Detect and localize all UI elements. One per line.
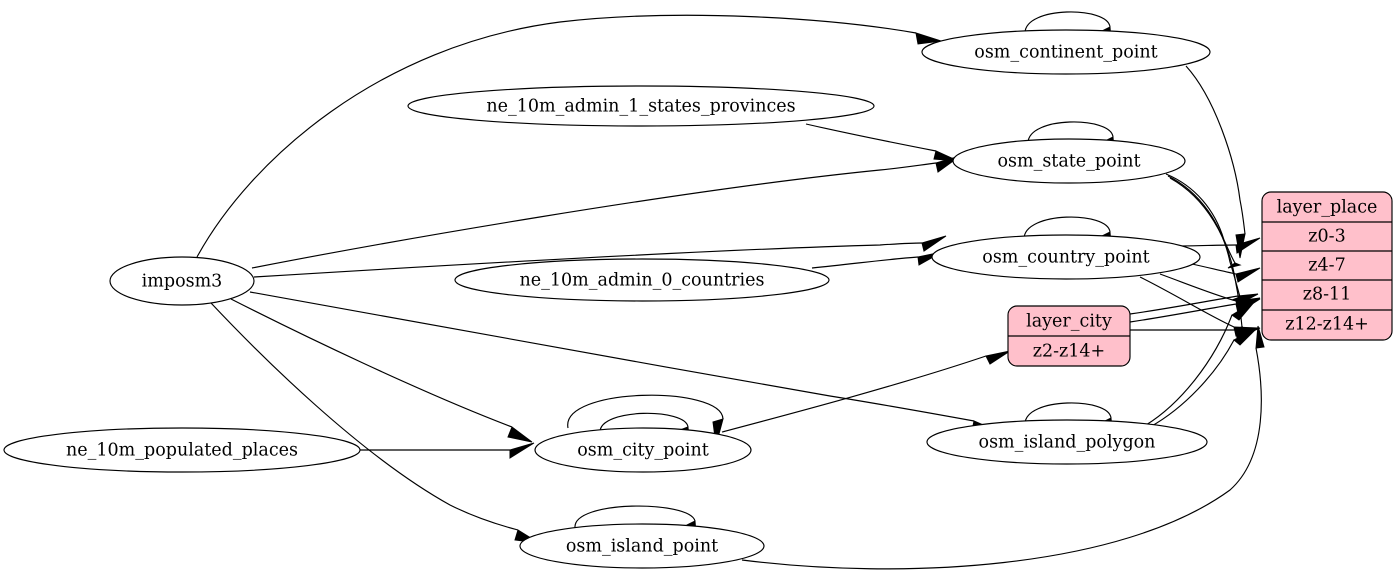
- node-imposm3[interactable]: imposm3: [109, 256, 255, 306]
- edge-osm_island_point-to-layer_place_z12: [741, 325, 1265, 570]
- node-layer: imposm3 ne_10m_admin_1_states_provinces …: [3, 29, 1211, 569]
- node-osm_island_polygon[interactable]: osm_island_polygon: [926, 419, 1208, 465]
- edge-osm_island_polygon-to-layer_place_z12: [1149, 328, 1257, 428]
- edge-layer_city-to-layer_place_z8_11: [1129, 298, 1261, 323]
- node-osm_continent_point[interactable]: osm_continent_point: [921, 29, 1211, 75]
- node-label-osm_country_point: osm_country_point: [982, 248, 1149, 268]
- edge-osm_state_point-to-layer_place_z8_11: [1167, 175, 1241, 302]
- node-ne_10m_populated_places[interactable]: ne_10m_populated_places: [3, 427, 361, 473]
- record-row-layer_place-z0-3[interactable]: z0-3: [1308, 227, 1345, 247]
- edge-imposm3-to-osm_country_point: [253, 235, 947, 278]
- edge-imposm3-to-osm_state_point: [251, 155, 961, 269]
- record-row-layer_place-z4-7[interactable]: z4-7: [1308, 256, 1345, 276]
- node-osm_country_point[interactable]: osm_country_point: [931, 234, 1201, 280]
- node-label-osm_city_point: osm_city_point: [577, 441, 709, 461]
- node-label-imposm3: imposm3: [142, 272, 223, 292]
- edge-ne_10m_populated_places-to-osm_city_point: [360, 442, 535, 459]
- node-label-osm_continent_point: osm_continent_point: [974, 43, 1157, 63]
- record-row-layer_city-title: layer_city: [1026, 312, 1112, 332]
- node-label-osm_state_point: osm_state_point: [997, 152, 1140, 172]
- edge-ne_10m_admin_1_states_provinces-to-osm_state_point: [805, 123, 959, 162]
- edge-ne_10m_admin_0_countries-to-osm_country_point: [811, 251, 943, 269]
- edge-imposm3-to-osm_island_polygon: [249, 291, 998, 432]
- edge-layer_city-to-layer_place_z12: [1130, 327, 1261, 339]
- record-node-layer: layer_place z0-3 z4-7 z8-11 z12-z14+ lay…: [1007, 191, 1393, 367]
- edge-osm_country_point-to-layer_place_z4_7: [1191, 263, 1261, 283]
- node-label-ne_10m_admin_1_states_provinces: ne_10m_admin_1_states_provinces: [486, 97, 795, 117]
- record-row-layer_place-title: layer_place: [1277, 198, 1378, 218]
- edge-imposm3-to-osm_city_point: [230, 298, 533, 443]
- node-ne_10m_admin_1_states_provinces[interactable]: ne_10m_admin_1_states_provinces: [407, 85, 875, 127]
- edge-osm_city_point-to-layer_city_z2: [721, 350, 1011, 433]
- record-node-layer_city[interactable]: layer_city z2-z14+: [1007, 305, 1131, 367]
- record-node-layer_place[interactable]: layer_place z0-3 z4-7 z8-11 z12-z14+: [1261, 191, 1393, 341]
- record-row-layer_place-z8-11[interactable]: z8-11: [1303, 285, 1352, 305]
- node-label-osm_island_polygon: osm_island_polygon: [979, 433, 1156, 453]
- node-osm_island_point[interactable]: osm_island_point: [519, 523, 765, 569]
- record-row-layer_place-z12[interactable]: z12-z14+: [1285, 315, 1369, 335]
- edge-imposm3-to-osm_continent_point: [196, 14, 942, 258]
- edge-osm_continent_point-to-layer_place_z0_3: [1185, 65, 1246, 259]
- edge-imposm3-to-osm_island_point: [210, 302, 540, 544]
- node-osm_state_point[interactable]: osm_state_point: [952, 138, 1186, 184]
- node-label-ne_10m_admin_0_countries: ne_10m_admin_0_countries: [520, 271, 765, 291]
- node-osm_city_point[interactable]: osm_city_point: [534, 427, 752, 473]
- node-ne_10m_admin_0_countries[interactable]: ne_10m_admin_0_countries: [454, 258, 830, 302]
- node-label-osm_island_point: osm_island_point: [566, 537, 718, 557]
- edge-layer_city-to-layer_place_extra: [1129, 293, 1259, 315]
- node-label-ne_10m_populated_places: ne_10m_populated_places: [66, 441, 298, 461]
- edge-osm_island_polygon-to-layer_place_z8_11: [1145, 300, 1256, 426]
- record-row-layer_city-z2[interactable]: z2-z14+: [1033, 342, 1105, 362]
